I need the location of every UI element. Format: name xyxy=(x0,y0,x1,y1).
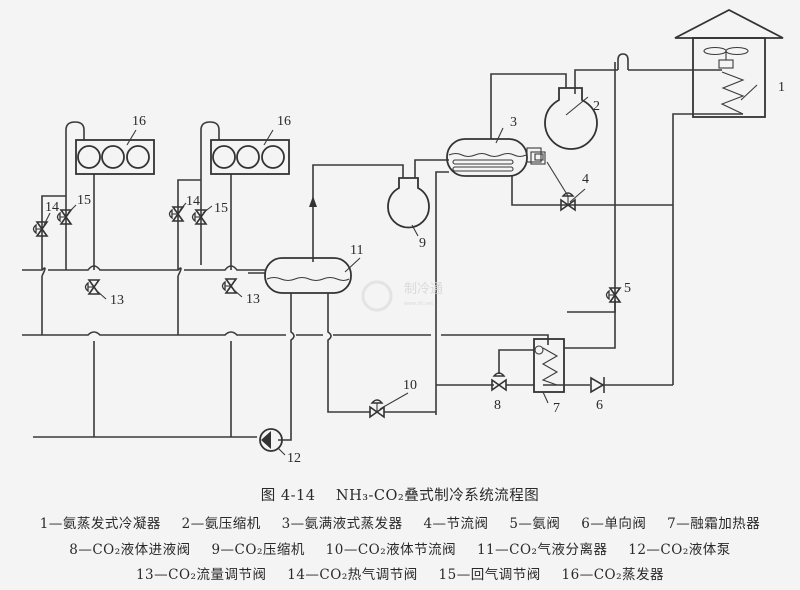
legend-item: 2—氨压缩机 xyxy=(181,516,261,532)
legend-item: 16—CO₂蒸发器 xyxy=(561,567,665,583)
ammonia-compressor-2: 2 xyxy=(544,87,600,150)
figure-title: NH₃-CO₂叠式制冷系统流程图 xyxy=(335,488,540,504)
legend-item: 12—CO₂液体泵 xyxy=(628,542,731,558)
label-16b: 16 xyxy=(277,114,291,129)
label-7: 7 xyxy=(553,401,560,416)
fan-icon xyxy=(703,46,749,69)
legend-row-3: 13—CO₂流量调节阀 14—CO₂热气调节阀 15—回气调节阀 16—CO₂蒸… xyxy=(0,563,800,583)
legend-item: 14—CO₂热气调节阀 xyxy=(287,567,418,583)
label-12: 12 xyxy=(287,451,301,466)
legend-item: 1—氨蒸发式冷凝器 xyxy=(39,516,161,532)
legend-item: 8—CO₂液体进液阀 xyxy=(69,542,191,558)
flow-arrow-icon xyxy=(309,196,317,207)
label-4: 4 xyxy=(582,172,589,187)
figure-caption: 图 4-14 NH₃-CO₂叠式制冷系统流程图 xyxy=(0,484,800,505)
legend-item: 7—融霜加热器 xyxy=(667,516,761,532)
legend-item: 4—节流阀 xyxy=(423,516,489,532)
label-5: 5 xyxy=(624,281,631,296)
label-10: 10 xyxy=(403,378,417,393)
legend-item: 5—氨阀 xyxy=(509,516,561,532)
label-15b: 15 xyxy=(214,201,228,216)
label-13a: 13 xyxy=(110,293,124,308)
throttle-valve-4[interactable] xyxy=(560,192,576,211)
legend-row-2: 8—CO₂液体进液阀 9—CO₂压缩机 10—CO₂液体节流阀 11—CO₂气液… xyxy=(0,538,800,558)
evaporator-branch-2: 16 14 15 13 xyxy=(168,114,291,437)
legend-item: 3—氨满液式蒸发器 xyxy=(281,516,403,532)
label-2: 2 xyxy=(593,99,600,114)
defrost-heater-7: 7 xyxy=(533,338,565,416)
co2-liquid-throttle-valve-10[interactable] xyxy=(369,399,385,418)
co2-liquid-pump-12[interactable]: 12 xyxy=(259,428,301,466)
legend-item: 6—单向阀 xyxy=(581,516,647,532)
co2-liquid-inlet-valve-8[interactable] xyxy=(491,372,507,391)
label-14a: 14 xyxy=(45,200,59,215)
refrigeration-flow-diagram: 1 2 3 4 9 xyxy=(22,8,785,466)
co2-compressor-9: 9 xyxy=(387,177,430,251)
figure-number: 图 4-14 xyxy=(260,488,316,504)
watermark-url: www.zlt.net xyxy=(404,301,433,307)
check-valve-6[interactable] xyxy=(590,376,605,394)
co2-evaporator-16a: 16 xyxy=(75,114,155,175)
ammonia-flooded-evaporator-3: 3 xyxy=(446,115,546,177)
label-1: 1 xyxy=(778,80,785,95)
label-15a: 15 xyxy=(77,193,91,208)
legend-item: 15—回气调节阀 xyxy=(438,567,541,583)
legend-row-1: 1—氨蒸发式冷凝器 2—氨压缩机 3—氨满液式蒸发器 4—节流阀 5—氨阀 6—… xyxy=(0,512,800,532)
watermark-text: 制冷通 xyxy=(404,282,443,297)
condenser-coil xyxy=(720,71,745,115)
evaporator-branch-1: 16 14 15 13 xyxy=(32,114,155,437)
label-14b: 14 xyxy=(186,194,200,209)
legend-item: 9—CO₂压缩机 xyxy=(211,542,305,558)
watermark: 制冷通 www.zlt.net xyxy=(361,280,443,312)
legend-item: 13—CO₂流量调节阀 xyxy=(135,567,267,583)
label-16a: 16 xyxy=(132,114,146,129)
label-9: 9 xyxy=(419,236,426,251)
label-3: 3 xyxy=(510,115,517,130)
label-11: 11 xyxy=(350,243,363,258)
label-6: 6 xyxy=(596,398,603,413)
label-8: 8 xyxy=(494,398,501,413)
evaporative-condenser-1: 1 xyxy=(674,8,785,118)
legend-item: 10—CO₂液体节流阀 xyxy=(325,542,457,558)
legend-item: 11—CO₂气液分离器 xyxy=(476,542,608,558)
co2-evaporator-16b: 16 xyxy=(210,114,291,175)
label-13b: 13 xyxy=(246,292,260,307)
co2-separator-11: 11 xyxy=(264,243,363,294)
